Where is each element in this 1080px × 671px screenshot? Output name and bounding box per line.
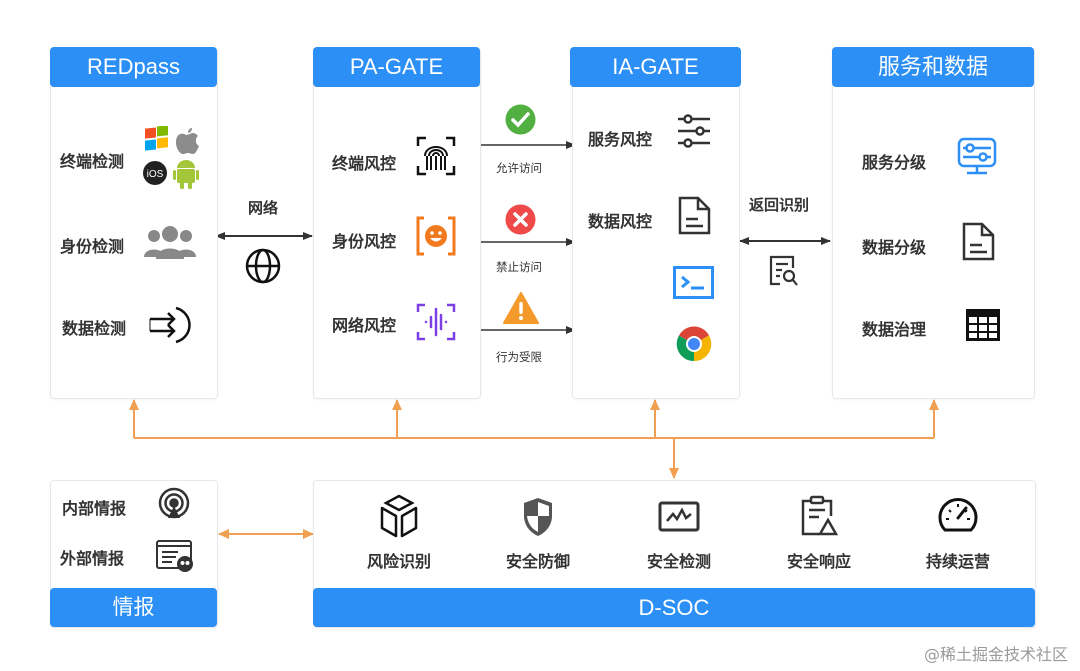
table-grid-icon	[966, 309, 1000, 341]
services-item-label: 数据治理	[862, 320, 927, 339]
face-scan-icon	[416, 216, 456, 256]
redpass-item-label: 数据检测	[62, 319, 127, 338]
network-label: 网络	[248, 199, 279, 217]
iagate-header: IA-GATE	[570, 47, 741, 87]
fingerprint-scan-icon	[416, 136, 456, 176]
globe-icon	[245, 248, 281, 284]
android-icon	[173, 160, 199, 189]
dsoc-item: 安全响应	[759, 494, 879, 572]
dsoc-item-label: 持续运营	[925, 552, 990, 571]
monitor-pulse-icon	[658, 501, 700, 532]
deny-icon	[505, 204, 536, 235]
shield-icon	[524, 498, 552, 536]
svg-text:iOS: iOS	[147, 169, 164, 180]
dsoc-item-label: 安全检测	[646, 552, 711, 571]
iagate-item-label: 数据风控	[588, 212, 653, 231]
sliders-icon	[676, 114, 712, 148]
iagate-item-label: 服务风控	[588, 130, 653, 149]
intel-item-label: 外部情报	[60, 549, 125, 568]
monitor-settings-icon	[957, 137, 997, 177]
document-icon	[676, 196, 712, 236]
services-item-label: 数据分级	[862, 238, 927, 257]
allow-label: 允许访问	[496, 161, 542, 175]
cube-icon	[380, 494, 418, 538]
users-group-icon	[142, 225, 198, 263]
data-flow-icon	[148, 305, 192, 345]
redpass-item-label: 身份检测	[60, 237, 125, 256]
os-platform-icons: iOS	[142, 126, 202, 190]
intel-item-label: 内部情报	[62, 499, 127, 518]
web-intel-icon	[156, 540, 194, 572]
apple-icon	[176, 128, 199, 154]
services-header: 服务和数据	[832, 47, 1034, 87]
dsoc-item: 风险识别	[339, 494, 459, 572]
doc-search-icon	[768, 254, 800, 288]
redpass-item-label: 终端检测	[60, 152, 125, 171]
dsoc-header: D-SOC	[313, 588, 1035, 627]
watermark: @稀土掘金技术社区	[923, 645, 1068, 664]
chrome-icon	[676, 326, 712, 362]
intel-header: 情报	[50, 588, 217, 627]
terminal-icon	[673, 266, 714, 299]
redpass-header: REDpass	[50, 47, 217, 87]
clipboard-alert-icon	[801, 495, 839, 536]
redpass-card	[50, 48, 218, 399]
pagate-item-label: 终端风控	[332, 154, 397, 173]
dsoc-item: 安全防御	[478, 494, 598, 572]
pagate-item-label: 网络风控	[332, 316, 397, 335]
speedometer-icon	[938, 498, 978, 532]
network-wave-icon	[416, 303, 456, 341]
iagate-card	[572, 48, 740, 399]
document-icon	[960, 222, 996, 262]
dsoc-item-label: 安全响应	[786, 552, 851, 571]
return-label: 返回识别	[749, 196, 810, 214]
windows-icon	[145, 126, 168, 151]
services-card	[832, 48, 1035, 399]
services-item-label: 服务分级	[862, 153, 927, 172]
dsoc-item: 安全检测	[619, 494, 739, 572]
limited-label: 行为受限	[496, 350, 542, 364]
dsoc-item-label: 安全防御	[505, 552, 570, 571]
allow-icon	[505, 104, 536, 135]
deny-label: 禁止访问	[496, 260, 542, 274]
pagate-header: PA-GATE	[313, 47, 480, 87]
pagate-item-label: 身份风控	[332, 232, 397, 251]
broadcast-icon	[157, 487, 191, 521]
dsoc-item-label: 风险识别	[366, 552, 431, 571]
dsoc-item: 持续运营	[898, 494, 1018, 572]
warning-icon	[503, 292, 539, 324]
ios-icon: iOS	[143, 161, 167, 185]
